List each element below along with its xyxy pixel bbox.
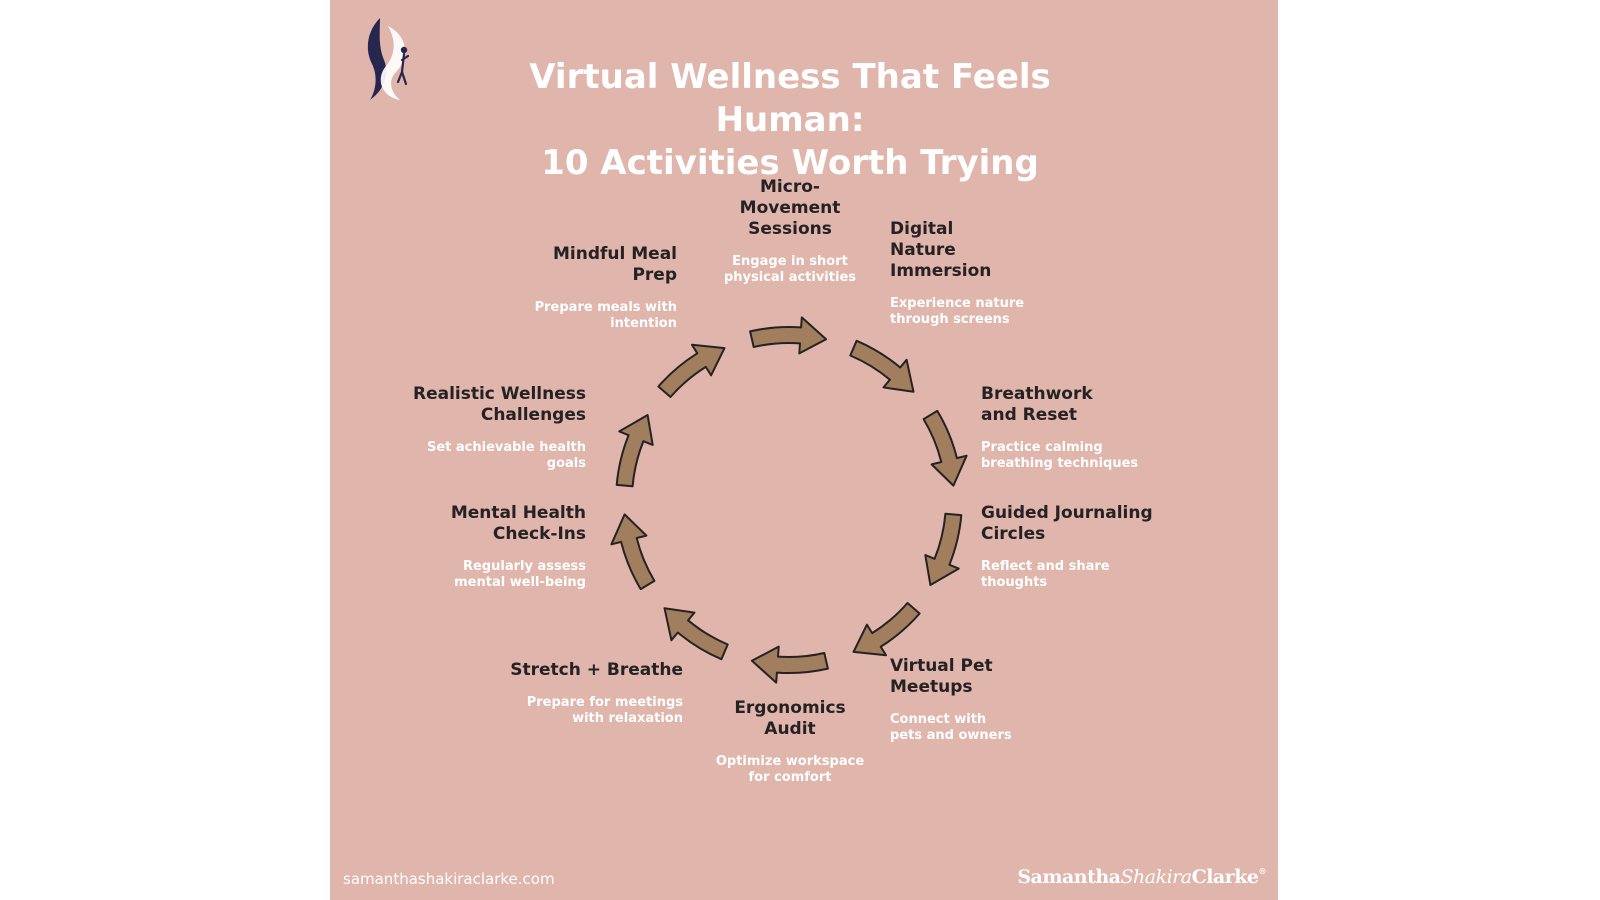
activity-name: Digital Nature Immersion: [890, 219, 992, 281]
activity-name: Virtual Pet Meetups: [890, 656, 993, 697]
activity-description: Engage in short physical activities: [724, 254, 856, 285]
activity-description: Connect with pets and owners: [890, 712, 1012, 743]
cycle-diagram: [610, 316, 968, 684]
activity-description: Reflect and share thoughts: [981, 559, 1110, 590]
infographic-panel: Virtual Wellness That Feels Human: 10 Ac…: [330, 0, 1278, 900]
curved-arrow-icon: [657, 343, 726, 398]
activity-name: Stretch + Breathe: [510, 660, 683, 680]
registered-mark: ®: [1258, 866, 1267, 876]
activity-name: Mindful Meal Prep: [552, 244, 677, 285]
curved-arrow-icon: [615, 414, 654, 488]
brand-middle-name: Shakira: [1120, 866, 1192, 888]
activity-description: Regularly assess mental well-being: [454, 559, 586, 590]
activity-name: Mental Health Check-Ins: [450, 503, 586, 544]
activity-description: Set achievable health goals: [426, 440, 586, 471]
curved-arrow-icon: [749, 316, 828, 355]
activity-description: Prepare meals with intention: [534, 300, 677, 331]
activity-description: Practice calming breathing techniques: [981, 440, 1139, 471]
activity-description: Experience nature through screens: [890, 296, 1025, 327]
curved-arrow-icon: [610, 513, 656, 591]
flame-figure-logo: [367, 18, 410, 100]
page-title: Virtual Wellness That Feels Human: 10 Ac…: [450, 56, 1130, 185]
brand-signature: SamanthaShakiraClarke®: [1017, 866, 1266, 888]
activity-description: Prepare for meetings with relaxation: [526, 695, 683, 726]
activity-description: Optimize workspace for comfort: [715, 754, 865, 785]
title-line-2: 10 Activities Worth Trying: [541, 143, 1039, 183]
curved-arrow-icon: [852, 602, 921, 657]
website-url[interactable]: samanthashakiraclarke.com: [343, 870, 555, 888]
curved-arrow-icon: [663, 607, 729, 661]
activity-name: Guided Journaling Circles: [981, 503, 1153, 544]
activity-name: Breathwork and Reset: [981, 384, 1093, 425]
activity-name: Micro- Movement Sessions: [739, 177, 841, 239]
curved-arrow-icon: [922, 409, 968, 487]
curved-arrow-icon: [924, 512, 963, 586]
curved-arrow-icon: [849, 339, 915, 393]
brand-last-name: Clarke: [1191, 866, 1259, 888]
title-line-1: Virtual Wellness That Feels Human:: [529, 57, 1051, 140]
activity-name: Realistic Wellness Challenges: [412, 384, 586, 425]
activity-name: Ergonomics Audit: [734, 698, 846, 739]
brand-first-name: Samantha: [1017, 866, 1121, 888]
curved-arrow-icon: [750, 645, 829, 684]
